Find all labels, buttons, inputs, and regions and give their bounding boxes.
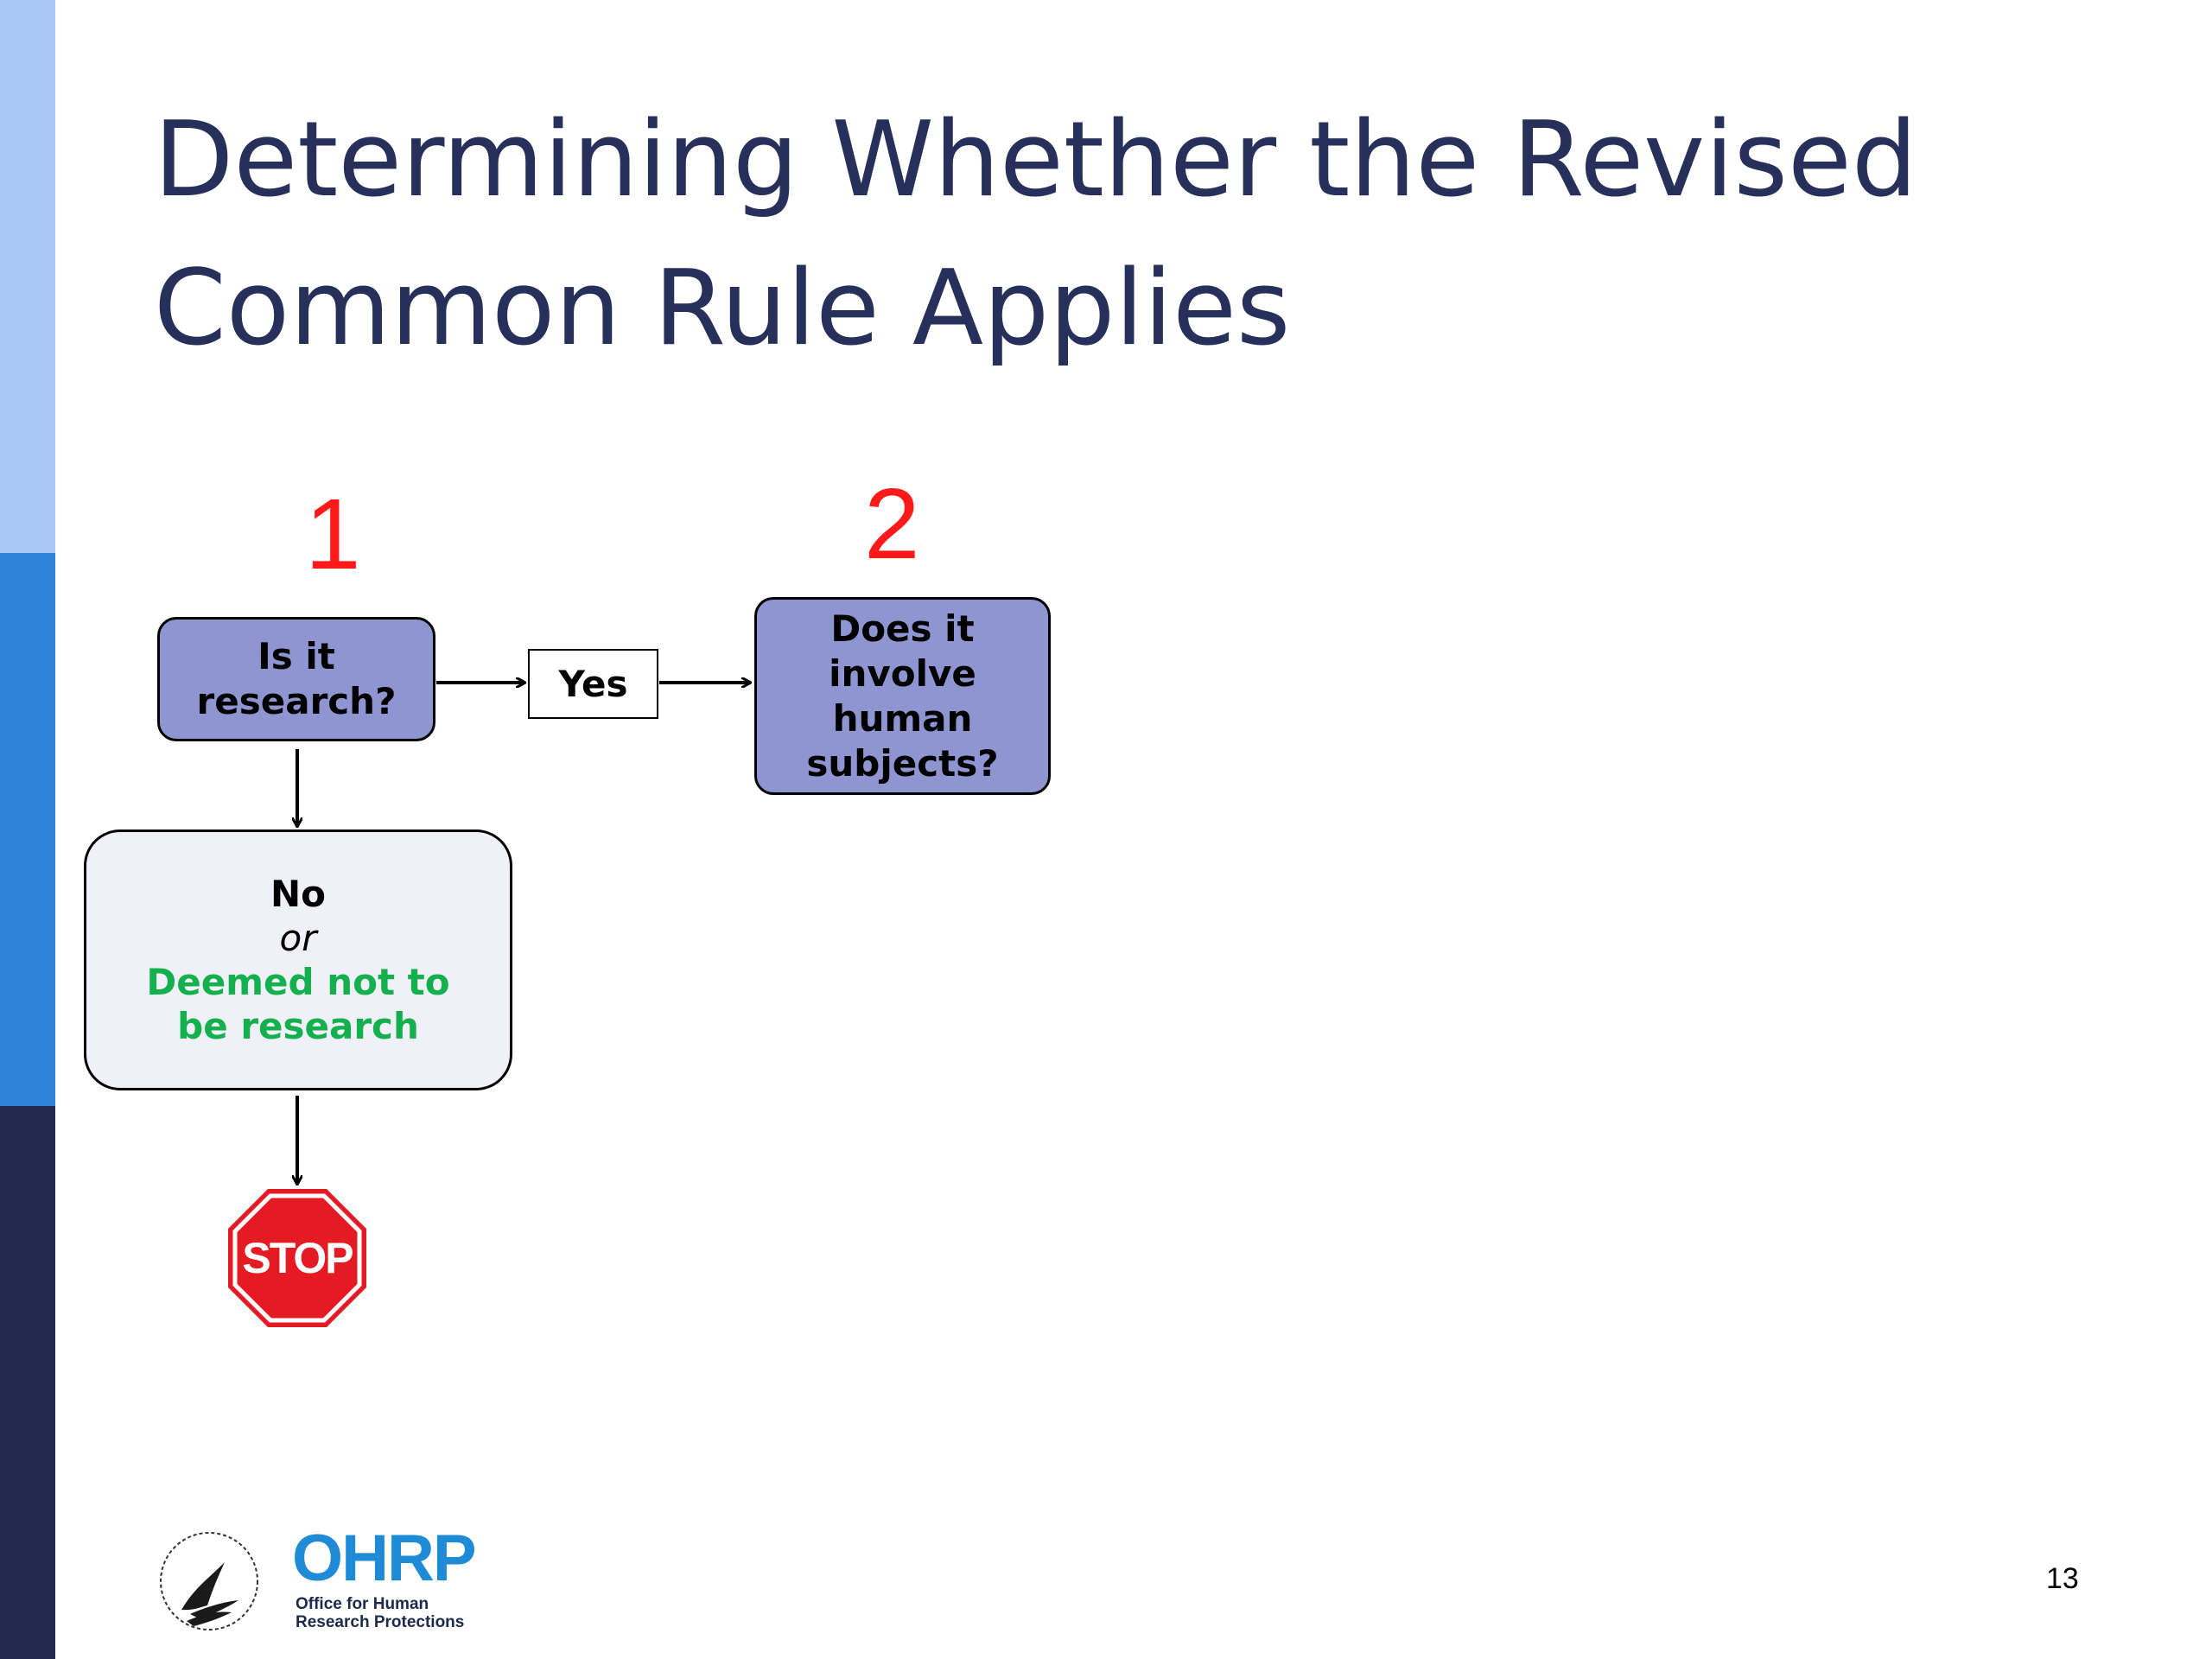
- slide-title: Determining Whether the Revised Common R…: [154, 100, 1918, 369]
- sidebar-dark-band: [0, 1106, 55, 1659]
- stop-sign-icon: STOP: [228, 1189, 366, 1327]
- sidebar-light-band: [0, 0, 55, 553]
- step-number-1: 1: [305, 478, 361, 590]
- no-label: No: [270, 873, 326, 915]
- or-label: or: [279, 917, 317, 959]
- sidebar-mid-band: [0, 553, 55, 1106]
- ohrp-logo-subtitle: Office for Human Research Protections: [296, 1595, 465, 1631]
- human-subjects-box: Does it involve human subjects?: [754, 597, 1051, 795]
- is-it-research-label: Is it research?: [196, 635, 397, 722]
- deemed-not-research-label: Deemed not to be research: [146, 961, 450, 1047]
- not-research-box: No or Deemed not to be research: [84, 830, 512, 1090]
- human-subjects-label: Does it involve human subjects?: [806, 607, 999, 785]
- stop-sign-label: STOP: [242, 1234, 353, 1282]
- yes-label: Yes: [558, 663, 628, 705]
- hhs-eagle-seal-icon: [160, 1532, 258, 1630]
- step-number-2: 2: [864, 467, 920, 580]
- yes-box: Yes: [528, 649, 658, 719]
- ohrp-logo-text: OHRP: [292, 1522, 477, 1595]
- is-it-research-box: Is it research?: [157, 617, 435, 741]
- page-number: 13: [2046, 1562, 2079, 1595]
